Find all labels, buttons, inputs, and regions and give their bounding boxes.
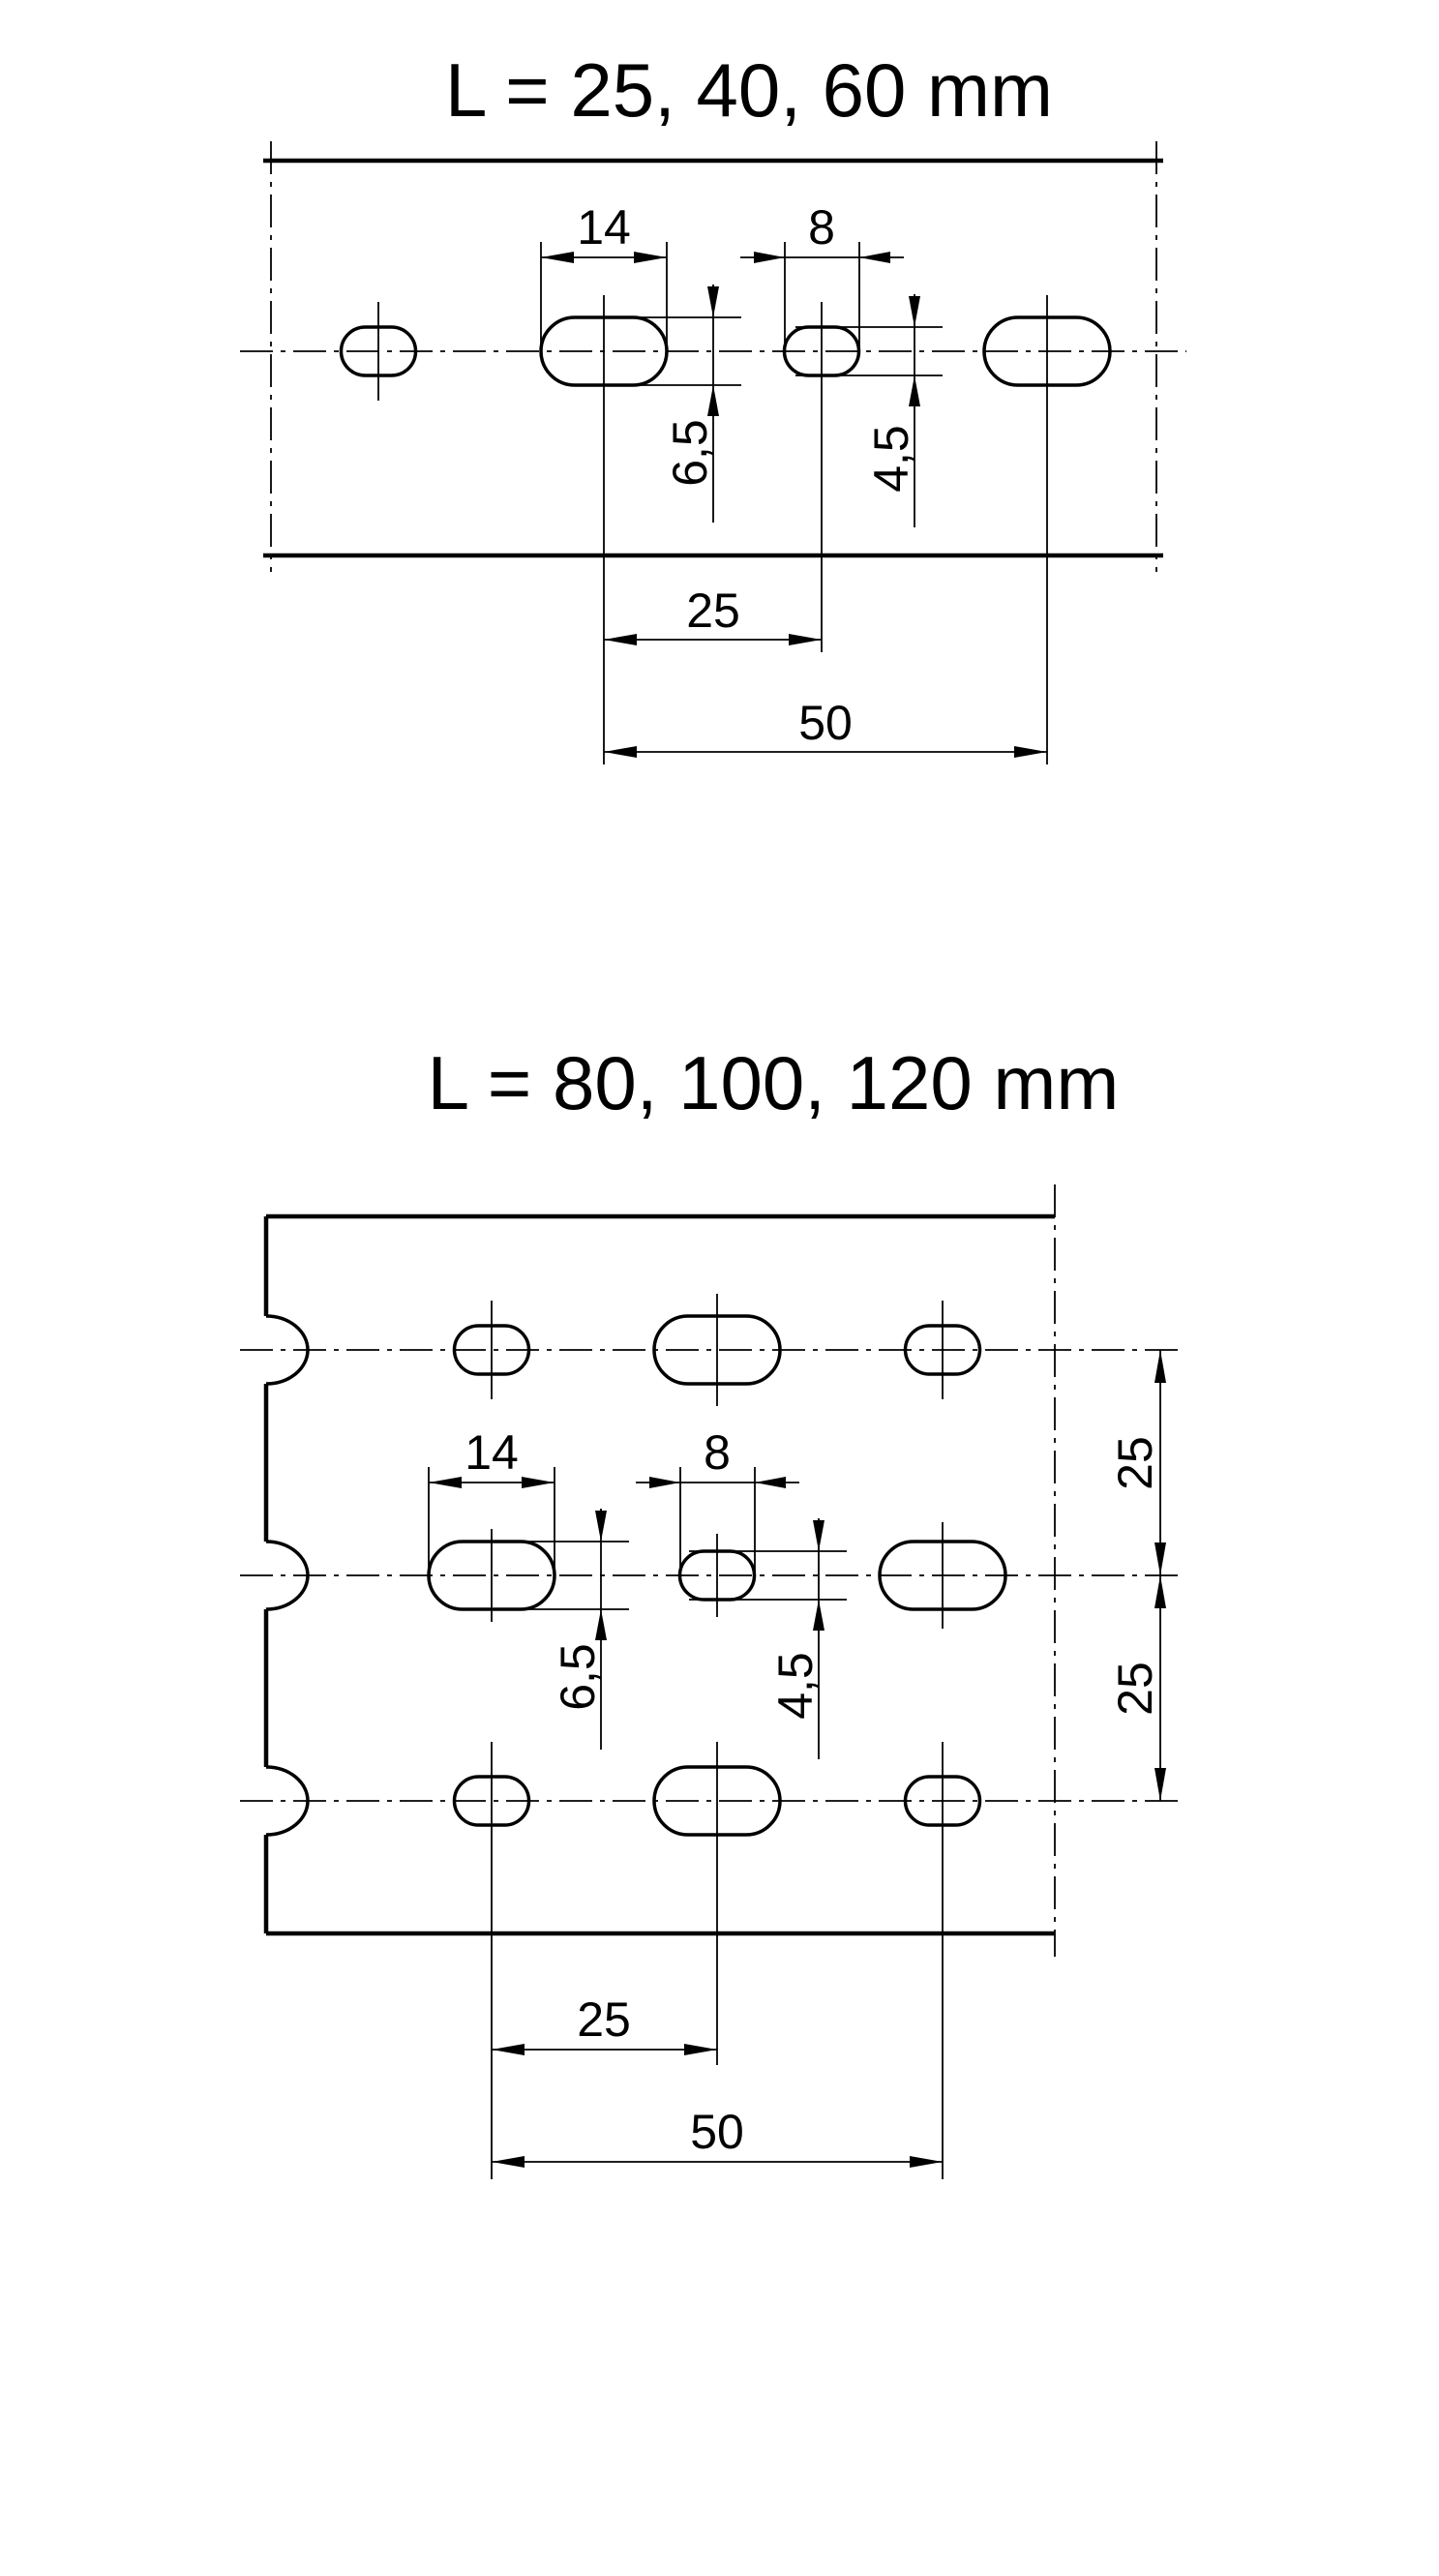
arrowhead [492,2044,525,2055]
arrowhead [910,2156,943,2168]
dim-slot-pitch: 50 [604,696,1047,758]
dim-slot-width-small: 8 [740,200,904,348]
dim-label-slot-height-large: 6,5 [663,419,717,487]
dim-label-slot-width-large: 14 [577,200,631,255]
arrowhead [522,1477,555,1488]
arrowhead [707,286,719,317]
arrowhead [492,2156,525,2168]
drawing-title: L = 25, 40, 60 mm [445,47,1053,133]
dim-label-hole-pitch: 25 [686,584,740,638]
dim-label-slot-width-small: 8 [704,1425,731,1480]
arrowhead [707,385,719,416]
arrowhead [649,1477,680,1488]
arrowhead [755,1477,786,1488]
arrowhead [1154,1543,1166,1575]
drawing-title: L = 80, 100, 120 mm [428,1040,1120,1125]
strip-outline [263,158,1163,558]
arrowhead [813,1520,824,1551]
arrowhead [909,375,920,406]
arrowhead [634,252,667,263]
dim-label-slot-pitch: 50 [690,2105,744,2159]
dim-slot-width-large: 14 [428,1425,555,1573]
hole-center-ticks [491,1294,944,2179]
dim-label-slot-height-small: 4,5 [864,425,918,493]
dim-label-slot-height-small: 4,5 [768,1652,823,1720]
dim-label-hole-pitch: 25 [577,1992,631,2047]
dim-slot-height-large: 6,5 [466,1509,629,1750]
drawing-short-rails: L = 25, 40, 60 mm [240,47,1186,764]
dim-hole-pitch: 25 [492,1992,717,2055]
arrowhead [859,252,890,263]
dim-label-slot-width-large: 14 [465,1425,519,1480]
arrowhead [604,634,637,645]
dim-label-slot-pitch: 50 [798,696,853,750]
dim-label-slot-height-large: 6,5 [551,1643,605,1711]
arrowhead [754,252,785,263]
arrowhead [429,1477,462,1488]
dim-hole-pitch: 25 [604,584,822,645]
arrowhead [595,1609,607,1640]
arrowhead [909,296,920,327]
arrowhead [684,2044,717,2055]
arrowhead [813,1600,824,1631]
centerlines [240,1184,1179,1957]
dim-slot-pitch: 50 [492,2105,943,2168]
arrowhead [1014,746,1047,758]
arrowhead [1154,1350,1166,1383]
arrowhead [595,1511,607,1542]
dim-slot-height-large: 6,5 [581,285,741,523]
arrowhead [789,634,822,645]
dim-label-slot-width-small: 8 [808,200,835,255]
centerlines [240,141,1186,572]
hole-center-ticks [377,295,1048,764]
arrowhead [1154,1575,1166,1608]
dim-slot-height-small: 4,5 [689,1518,847,1759]
dim-row-pitch: 25 25 [1108,1350,1166,1801]
dim-slot-width-large: 14 [540,200,668,348]
arrowhead [604,746,637,758]
dim-slot-width-small: 8 [636,1425,799,1573]
dim-slot-height-small: 4,5 [795,294,943,527]
arrowhead [1154,1768,1166,1801]
drawing-long-rails: L = 80, 100, 120 mm [240,1040,1179,2179]
plate-outline [263,1213,1055,1936]
dim-label-row-pitch-top: 25 [1108,1436,1162,1490]
arrowhead [541,252,574,263]
dim-label-row-pitch-bottom: 25 [1108,1662,1162,1716]
